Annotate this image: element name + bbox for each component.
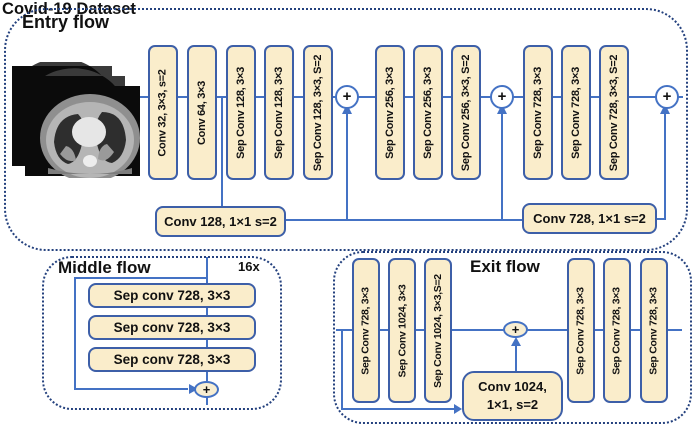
entry-box-label: Sep Conv 256, 3×3 [422, 66, 434, 159]
exit-box-sepconv728: Sep Conv 728, 3×3 [352, 258, 380, 403]
exit-box-label: Sep Conv 728, 3×3 [611, 286, 623, 375]
middle-flow-panel [42, 256, 282, 410]
entry-box-label: Sep Conv 256, 3×3 [384, 66, 396, 159]
entry-box-sepconv256-s2: Sep Conv 256, 3×3, S=2 [451, 45, 481, 180]
entry-box-label: Sep Conv 128, 3×3 [273, 66, 285, 159]
exit-skip-box-line2: 1×1, s=2 [486, 397, 539, 412]
entry-box-conv64: Conv 64, 3×3 [187, 45, 217, 180]
exit-add-node: + [503, 321, 528, 338]
arrowhead-right-middle-plus [189, 384, 198, 394]
middle-add-node: + [194, 381, 219, 398]
plus-icon: + [202, 381, 211, 397]
exit-box-label: Sep Conv 728, 3×3 [648, 286, 660, 375]
arrowhead-right-exit-skip [454, 404, 462, 414]
entry-box-label: Sep Conv 728, 3×3 [532, 66, 544, 159]
entry-add-node-2: + [490, 85, 514, 109]
exit-box-sepconv728-a: Sep Conv 728, 3×3 [567, 258, 595, 403]
entry-box-label: Sep Conv 256, 3×3, S=2 [460, 54, 472, 171]
ct-scan-illustration [12, 58, 140, 182]
entry-box-sepconv256-b: Sep Conv 256, 3×3 [413, 45, 443, 180]
arrowhead-up-plus2 [497, 104, 507, 114]
middle-box-sepconv728-c: Sep conv 728, 3×3 [88, 347, 256, 372]
entry-flow-panel [4, 8, 688, 251]
entry-box-label: Sep Conv 728, 3×3, S=2 [608, 54, 620, 171]
exit-box-label: Sep Conv 1024, 3×3 [396, 284, 409, 377]
exit-box-label: Sep Conv 1024, 3×3,S=2 [432, 273, 445, 388]
exit-skip-conv1024-box: Conv 1024, 1×1, s=2 [462, 371, 563, 421]
entry-box-label: Conv 64, 3×3 [196, 80, 208, 145]
arrowhead-up-plus3 [660, 104, 670, 114]
middle-box-label: Sep conv 728, 3×3 [113, 288, 231, 303]
entry-box-sepconv728-a: Sep Conv 728, 3×3 [523, 45, 553, 180]
plus-icon: + [497, 88, 507, 105]
entry-box-sepconv728-s2: Sep Conv 728, 3×3, S=2 [599, 45, 629, 180]
skip-box-label: Conv 728, 1×1 s=2 [533, 211, 646, 226]
middle-flow-title: Middle flow [58, 258, 151, 277]
exit-flow-panel [333, 251, 692, 424]
entry-box-label: Conv 32, 3×3, s=2 [157, 68, 169, 157]
entry-box-label: Sep Conv 128, 3×3 [235, 66, 247, 159]
middle-skip-connector [74, 277, 207, 390]
plus-icon: + [342, 88, 352, 105]
exit-box-label: Sep Conv 728, 3×3 [360, 286, 372, 375]
entry-box-sepconv728-b: Sep Conv 728, 3×3 [561, 45, 591, 180]
arrowhead-up-exit-plus [511, 337, 521, 346]
exit-box-label: Sep Conv 728, 3×3 [575, 286, 587, 375]
exit-box-sepconv1024-s2: Sep Conv 1024, 3×3,S=2 [424, 258, 452, 403]
entry-box-sepconv128-b: Sep Conv 128, 3×3 [264, 45, 294, 180]
arrowhead-up-plus1 [342, 104, 352, 114]
entry-add-node-1: + [335, 85, 359, 109]
entry-box-sepconv128-s2: Sep Conv 128, 3×3, S=2 [303, 45, 333, 180]
entry-add-node-3: + [655, 85, 679, 109]
entry-flow-title: Entry flow [22, 12, 110, 32]
exit-box-sepconv728-b: Sep Conv 728, 3×3 [603, 258, 631, 403]
entry-skip-conv128-box: Conv 128, 1×1 s=2 [155, 206, 286, 237]
plus-icon: + [511, 321, 520, 337]
entry-skip-conv728-box: Conv 728, 1×1 s=2 [522, 203, 657, 234]
exit-skip-connector [341, 330, 454, 410]
entry-box-label: Sep Conv 728, 3×3 [570, 66, 582, 159]
exit-skip-box-line1: Conv 1024, [478, 379, 547, 395]
entry-skip-up-arrow-3 [657, 112, 666, 220]
entry-box-sepconv128-a: Sep Conv 128, 3×3 [226, 45, 256, 180]
exit-box-sepconv1024-a: Sep Conv 1024, 3×3 [388, 258, 416, 403]
exit-flow-title: Exit flow [470, 257, 540, 276]
skip-box-label: Conv 128, 1×1 s=2 [164, 214, 277, 229]
middle-box-label: Sep conv 728, 3×3 [113, 352, 231, 367]
entry-box-label: Sep Conv 128, 3×3, S=2 [312, 54, 324, 171]
exit-box-sepconv728-c: Sep Conv 728, 3×3 [640, 258, 668, 403]
entry-box-conv32: Conv 32, 3×3, s=2 [148, 45, 178, 180]
middle-box-sepconv728-a: Sep conv 728, 3×3 [88, 283, 256, 308]
plus-icon: + [662, 88, 672, 105]
middle-box-sepconv728-b: Sep conv 728, 3×3 [88, 315, 256, 340]
entry-box-sepconv256-a: Sep Conv 256, 3×3 [375, 45, 405, 180]
middle-repeat-count: 16x [238, 259, 260, 274]
covid-ct-image-stack [10, 58, 142, 183]
middle-box-label: Sep conv 728, 3×3 [113, 320, 231, 335]
